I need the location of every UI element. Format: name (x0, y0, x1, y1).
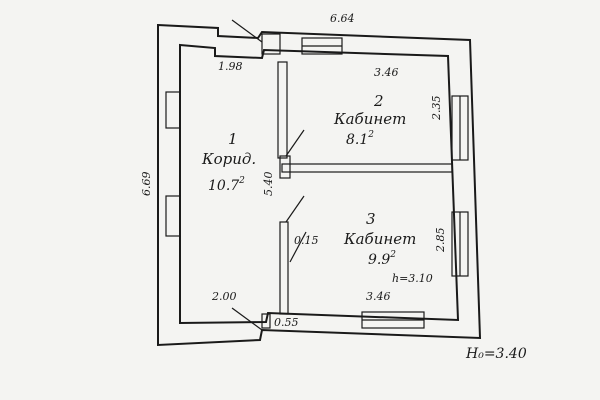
dim-top-width: 6.64 (330, 12, 355, 25)
room-name: Кабинет (343, 230, 416, 248)
room-number: 2 (373, 92, 384, 110)
room-area: 8.12 (346, 130, 374, 148)
room-name: Корид. (201, 150, 256, 168)
dim-door-offset: 0.55 (274, 316, 299, 329)
overall-height: H₀=3.40 (465, 346, 527, 362)
dim-office3-width: 3.46 (366, 290, 391, 303)
door-swing-corridor (289, 231, 307, 263)
door-bottom-left (231, 307, 271, 331)
window-right-lower (451, 211, 469, 277)
dim-corridor-bottom: 2.00 (211, 290, 237, 303)
dim-office3-height: 2.85 (434, 228, 447, 254)
window-top (301, 37, 343, 55)
window-right-upper (451, 95, 469, 161)
window-bottom (361, 311, 425, 329)
ceiling-height: h=3.10 (392, 272, 433, 285)
room-number: 3 (366, 210, 376, 228)
partition-horizontal (279, 155, 453, 179)
door-swing-lower (285, 195, 305, 223)
dim-corridor-length: 5.40 (262, 172, 275, 197)
dim-partition: 0.15 (294, 234, 319, 247)
partition-upper-vertical (277, 61, 288, 159)
room-name: Кабинет (333, 110, 406, 128)
room-number: 1 (228, 130, 238, 148)
door-swing-upper (285, 129, 305, 157)
dim-office2-width: 3.46 (374, 66, 399, 79)
dim-left-height: 6.69 (140, 172, 153, 197)
room-office-2: 2 Кабинет 8.12 (333, 92, 406, 148)
room-office-3: 3 Кабинет 9.92 h=3.10 (343, 210, 433, 285)
room-corridor: 1 Корид. 10.72 (201, 130, 256, 194)
window-left-lower (165, 195, 181, 237)
room-area: 10.72 (208, 176, 245, 194)
partition-lower-vertical (279, 221, 289, 315)
outer-walls (157, 23, 482, 347)
dim-office2-height: 2.35 (430, 96, 443, 122)
door-top-left (231, 19, 281, 55)
room-area: 9.92 (368, 250, 396, 268)
window-left-upper (165, 91, 181, 129)
dim-corridor-top: 1.98 (218, 60, 243, 73)
